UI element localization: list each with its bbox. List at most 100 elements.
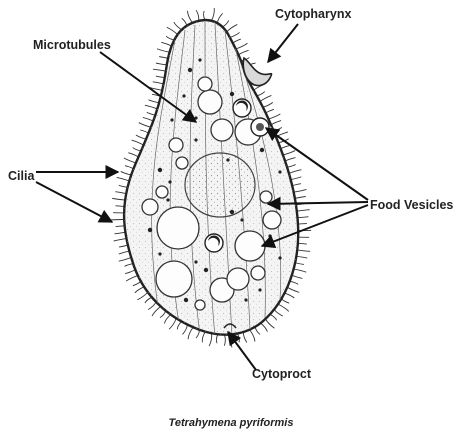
- granule: [278, 170, 281, 173]
- cilium: [148, 302, 156, 310]
- cilium: [224, 335, 225, 346]
- cilium: [159, 57, 168, 59]
- cilium: [291, 177, 302, 180]
- cilium: [227, 24, 238, 32]
- granule: [158, 252, 161, 255]
- cilium: [125, 166, 133, 169]
- cilium: [187, 11, 192, 23]
- cilium: [153, 82, 164, 84]
- cilium: [274, 309, 283, 316]
- cilium: [233, 39, 241, 43]
- cilium: [132, 140, 144, 145]
- cilium: [119, 245, 128, 247]
- granule: [260, 148, 264, 152]
- cilium: [143, 117, 153, 121]
- cilium: [209, 333, 212, 346]
- cilium: [157, 49, 170, 52]
- label-cilia: Cilia: [8, 169, 35, 183]
- cilium: [166, 36, 174, 40]
- cilium: [137, 292, 147, 300]
- granule: [194, 116, 197, 119]
- cilium: [263, 102, 273, 107]
- granule: [240, 218, 243, 221]
- label-food-vesicles: Food Vesicles: [370, 198, 453, 212]
- cilium: [161, 42, 171, 46]
- cilium: [140, 130, 148, 133]
- granule: [230, 92, 234, 96]
- cilium: [204, 11, 205, 20]
- granule: [168, 180, 171, 183]
- cilium: [285, 293, 295, 298]
- cilium: [278, 304, 289, 311]
- cilium: [285, 158, 295, 162]
- granule: [166, 198, 169, 201]
- cilium: [202, 332, 205, 343]
- cilium: [114, 239, 127, 241]
- cilium: [119, 251, 130, 254]
- cilium: [268, 114, 280, 119]
- cilium: [147, 112, 156, 115]
- granule: [158, 168, 162, 172]
- cilium: [167, 27, 178, 34]
- cilium: [136, 135, 146, 139]
- cilium: [295, 196, 306, 198]
- cilium: [266, 109, 274, 113]
- cilium: [156, 63, 167, 65]
- cilium: [255, 327, 260, 335]
- cilium: [126, 276, 138, 282]
- cilium: [133, 148, 141, 152]
- cilium: [169, 318, 176, 329]
- cilium: [145, 105, 157, 109]
- cilium: [128, 153, 138, 157]
- cilium: [261, 323, 268, 332]
- cilium: [115, 206, 124, 207]
- cilium: [116, 226, 125, 227]
- cilium: [274, 127, 282, 130]
- granule: [198, 58, 201, 61]
- cilium: [257, 92, 265, 96]
- cilium: [153, 69, 166, 71]
- granule: [194, 138, 197, 141]
- label-microtubules: Microtubules: [33, 38, 111, 52]
- cilium: [297, 217, 308, 218]
- cilium: [196, 10, 199, 21]
- cilium: [287, 287, 299, 292]
- cilium: [265, 319, 274, 328]
- cilium: [182, 18, 187, 25]
- cilium: [114, 232, 125, 234]
- cilium: [119, 185, 128, 187]
- cilium: [223, 20, 229, 27]
- cilium: [297, 210, 310, 212]
- cilium: [239, 50, 249, 54]
- cilium: [237, 334, 239, 343]
- cilium: [152, 306, 161, 316]
- caption-organism: Tetrahymena pyriformis: [169, 417, 294, 429]
- cilium: [216, 334, 218, 343]
- granule: [268, 234, 271, 237]
- cilium: [250, 330, 255, 342]
- cilium: [196, 330, 199, 338]
- granule: [170, 118, 173, 121]
- cilium: [115, 192, 126, 194]
- cilium: [149, 100, 160, 103]
- granule: [148, 228, 152, 232]
- cilium: [164, 315, 170, 324]
- cilium: [297, 250, 310, 251]
- granule: [188, 68, 192, 72]
- cilium: [125, 270, 135, 274]
- cilium: [177, 322, 181, 330]
- granule: [230, 210, 234, 214]
- granule: [226, 158, 229, 161]
- cilium: [283, 151, 295, 155]
- cilium: [112, 198, 125, 200]
- cilium: [183, 325, 188, 335]
- cilium: [294, 269, 307, 272]
- cilium: [135, 287, 144, 293]
- cilium: [271, 121, 281, 125]
- granule: [204, 268, 208, 272]
- cilium: [289, 170, 301, 174]
- cilium: [287, 164, 296, 167]
- cilium: [160, 311, 166, 318]
- cilium: [260, 95, 271, 101]
